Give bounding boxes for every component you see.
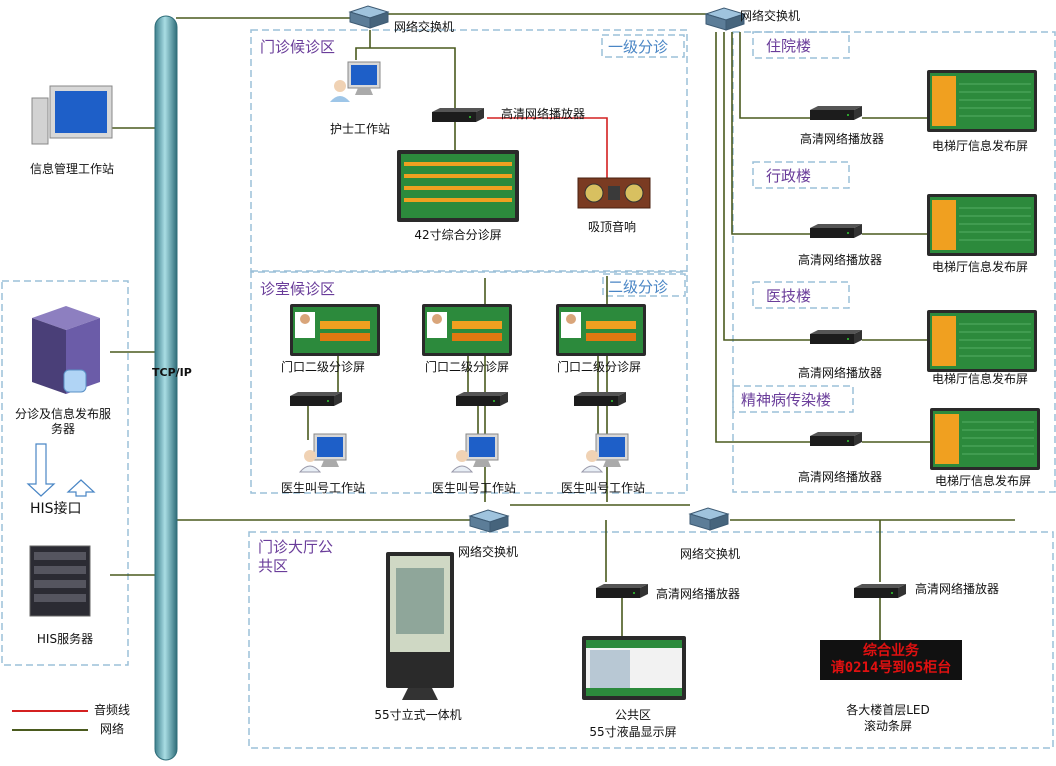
public-screen-label-2: 55寸液晶显示屏: [589, 725, 677, 739]
level-two-label: 二级分诊: [608, 278, 669, 296]
building-title-4: 精神病传染楼: [741, 391, 832, 409]
legend-audio-label: 音频线: [94, 703, 131, 717]
hall-player-label-2: 高清网络播放器: [915, 582, 1000, 596]
kiosk-label: 55寸立式一体机: [374, 708, 462, 722]
building-title-3: 医技楼: [766, 287, 812, 305]
screen-42-label: 42寸综合分诊屏: [414, 228, 502, 242]
building-title-1: 住院楼: [766, 37, 812, 55]
outpatient-player-label: 高清网络播放器: [501, 107, 586, 121]
switch-label-right: 网络交换机: [740, 9, 801, 23]
switch-label-top: 网络交换机: [394, 20, 455, 34]
switch-label-hall-1: 网络交换机: [458, 545, 519, 559]
server-label: 分诊及信息发布服务器: [14, 407, 111, 436]
outpatient-zone-title: 门诊候诊区: [260, 38, 336, 56]
elevator-screen-label-3: 电梯厅信息发布屏: [931, 372, 1029, 386]
speaker-label: 吸顶音响: [587, 220, 637, 234]
building-player-label-2: 高清网络播放器: [797, 253, 883, 267]
led-caption-1: 各大楼首层LED: [846, 703, 930, 717]
nurse-station-label: 护士工作站: [329, 122, 391, 136]
public-screen-label-1: 公共区: [614, 708, 652, 722]
hall-zone-title: 门诊大厅公共区: [258, 538, 334, 575]
elevator-screen-label-1: 电梯厅信息发布屏: [931, 139, 1029, 153]
backbone-label: TCP/IP: [152, 366, 192, 379]
led-line-1: 综合业务: [863, 643, 919, 659]
building-player-label-1: 高清网络播放器: [799, 132, 885, 146]
info-workstation-label: 信息管理工作站: [29, 162, 114, 176]
elevator-screen-label-4: 电梯厅信息发布屏: [934, 474, 1032, 488]
clinic-screen-label-2: 门口二级分诊屏: [424, 360, 510, 374]
led-caption-2: 滚动条屏: [863, 719, 913, 733]
building-title-2: 行政楼: [766, 167, 812, 185]
led-strip-display: 综合业务 请0214号到05柜台: [820, 640, 962, 680]
led-line-2: 请0214号到05柜台: [830, 660, 952, 676]
elevator-screen-label-2: 电梯厅信息发布屏: [931, 260, 1029, 274]
his-interface-label: HIS接口: [30, 501, 82, 517]
clinic-screen-label-1: 门口二级分诊屏: [280, 360, 366, 374]
doctor-station-label-3: 医生叫号工作站: [560, 481, 646, 495]
clinic-zone-title: 诊室候诊区: [260, 280, 336, 298]
clinic-screen-label-3: 门口二级分诊屏: [556, 360, 642, 374]
building-player-label-4: 高清网络播放器: [797, 470, 883, 484]
hall-player-label-1: 高清网络播放器: [656, 587, 741, 601]
level-one-label: 一级分诊: [608, 38, 669, 56]
legend-network-label: 网络: [100, 722, 125, 736]
doctor-station-label-1: 医生叫号工作站: [280, 481, 366, 495]
his-server-label: HIS服务器: [36, 632, 94, 646]
switch-label-hall-2: 网络交换机: [680, 547, 741, 561]
building-player-label-3: 高清网络播放器: [797, 366, 883, 380]
doctor-station-label-2: 医生叫号工作站: [431, 481, 517, 495]
